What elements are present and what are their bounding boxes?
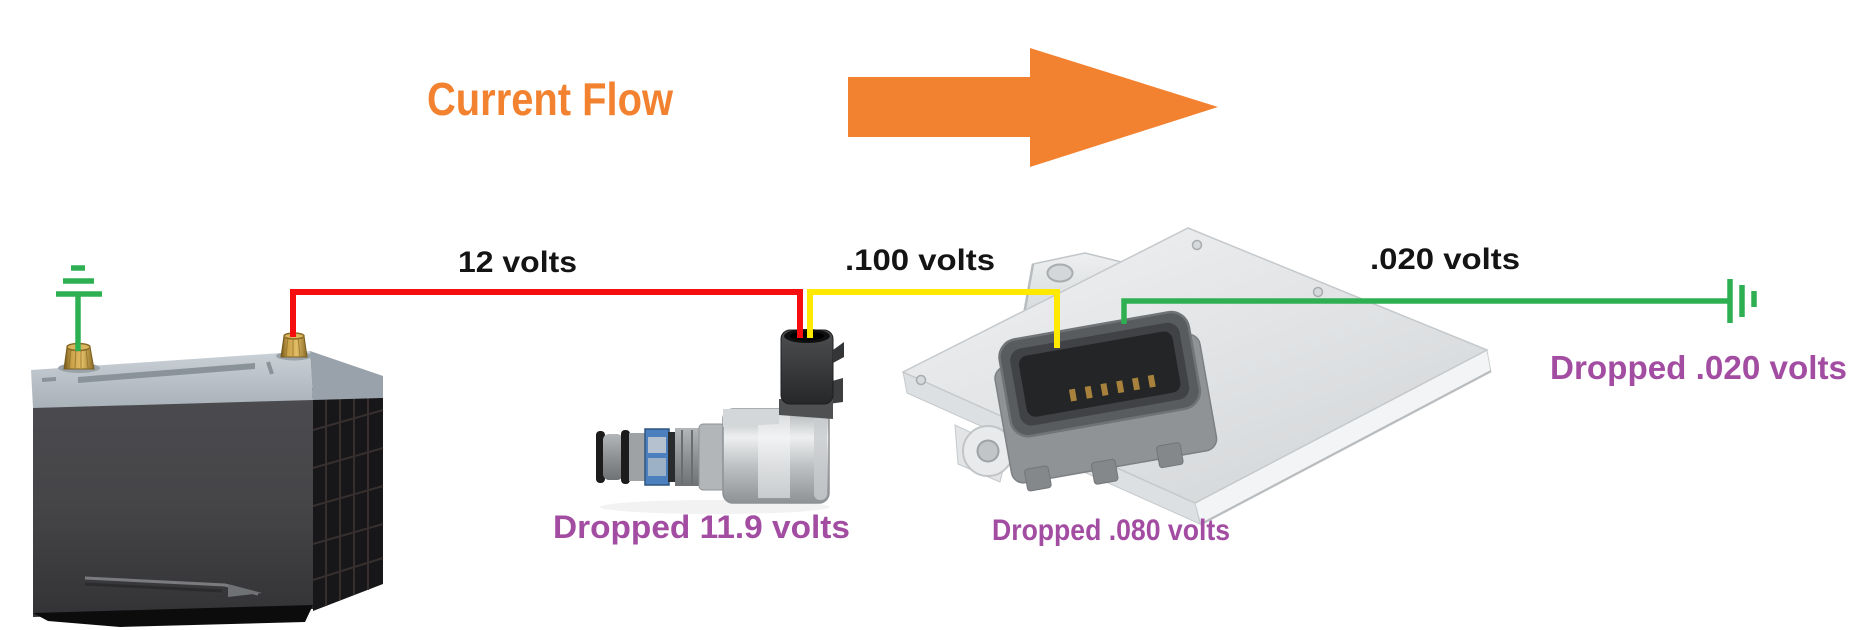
ground-symbol-left-icon: [56, 265, 102, 351]
solenoid-output-voltage-label: .100 volts: [845, 244, 995, 277]
control-module-image: [901, 227, 1492, 526]
solenoid-to-module-wire: [807, 289, 1060, 348]
module-output-voltage-label: .020 volts: [1370, 243, 1520, 276]
module-drop-label: Dropped .080 volts: [992, 514, 1230, 547]
ground-drop-label: Dropped .020 volts: [1550, 349, 1847, 386]
current-flow-title: Current Flow: [427, 73, 673, 125]
battery-positive-wire: [290, 289, 803, 338]
module-ground-wire: [1121, 298, 1730, 324]
ground-symbol-right-icon: [1727, 279, 1757, 323]
current-flow-arrow-icon: [848, 48, 1218, 167]
battery-image: [31, 332, 384, 627]
solenoid-image: [596, 329, 844, 514]
solenoid-drop-label: Dropped 11.9 volts: [553, 509, 850, 545]
source-voltage-label: 12 volts: [458, 246, 577, 279]
